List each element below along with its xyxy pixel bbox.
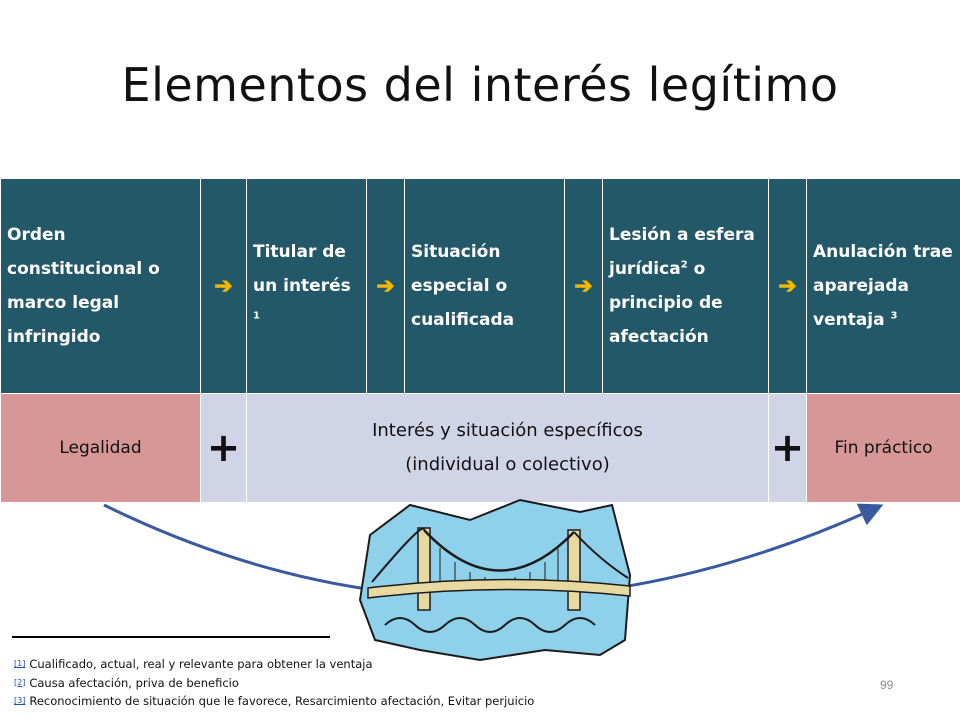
page-number: 99 [880, 678, 894, 692]
footnote-1: [1]Cualificado, actual, real y relevante… [14, 657, 373, 671]
footnotes: [1]Cualificado, actual, real y relevante… [14, 655, 534, 711]
footnote-ref-link[interactable]: [2] [14, 677, 26, 687]
footnote-ref-link[interactable]: [3] [14, 696, 26, 705]
arrow-cell: ➔ [768, 178, 807, 394]
header-cell-titular: Titular de un interés 1 [246, 178, 367, 394]
header-cell-orden: Orden constitucional o marco legal infri… [0, 178, 201, 394]
cell-fin-practico: Fin práctico [806, 393, 960, 503]
header-cell-lesion: Lesión a esfera jurídica2 o principio de… [602, 178, 769, 394]
suspension-bridge-clipart-icon [358, 498, 632, 662]
arrow-cell: ➔ [200, 178, 247, 394]
plus-sign: + [200, 393, 247, 503]
cell-legalidad: Legalidad [0, 393, 201, 503]
cell-interes-situacion: Interés y situación específicos (individ… [246, 393, 769, 503]
right-arrow-icon: ➔ [214, 273, 233, 298]
plus-sign: + [768, 393, 807, 503]
footnote-2: [2]Causa afectación, priva de beneficio [14, 675, 239, 690]
header-cell-situacion: Situación especial o cualificada [404, 178, 565, 394]
arrow-cell: ➔ [564, 178, 603, 394]
right-arrow-icon: ➔ [574, 273, 593, 298]
right-arrow-icon: ➔ [376, 273, 395, 298]
elements-table: Orden constitucional o marco legal infri… [0, 178, 960, 503]
header-cell-anulacion: Anulación trae aparejada ventaja 3 [806, 178, 960, 394]
middle-line-2: (individual o colectivo) [405, 454, 610, 475]
footnote-divider [12, 636, 330, 638]
page-title: Elementos del interés legítimo [121, 58, 839, 112]
footnote-ref-link[interactable]: [1] [14, 659, 26, 668]
table-summary-row: Legalidad + Interés y situación específi… [0, 393, 960, 503]
arrow-cell: ➔ [366, 178, 405, 394]
right-arrow-icon: ➔ [778, 273, 797, 298]
middle-line-1: Interés y situación específicos [372, 420, 643, 441]
table-header-row: Orden constitucional o marco legal infri… [0, 178, 960, 394]
footnote-3: [3]Reconocimiento de situación que le fa… [14, 694, 535, 708]
